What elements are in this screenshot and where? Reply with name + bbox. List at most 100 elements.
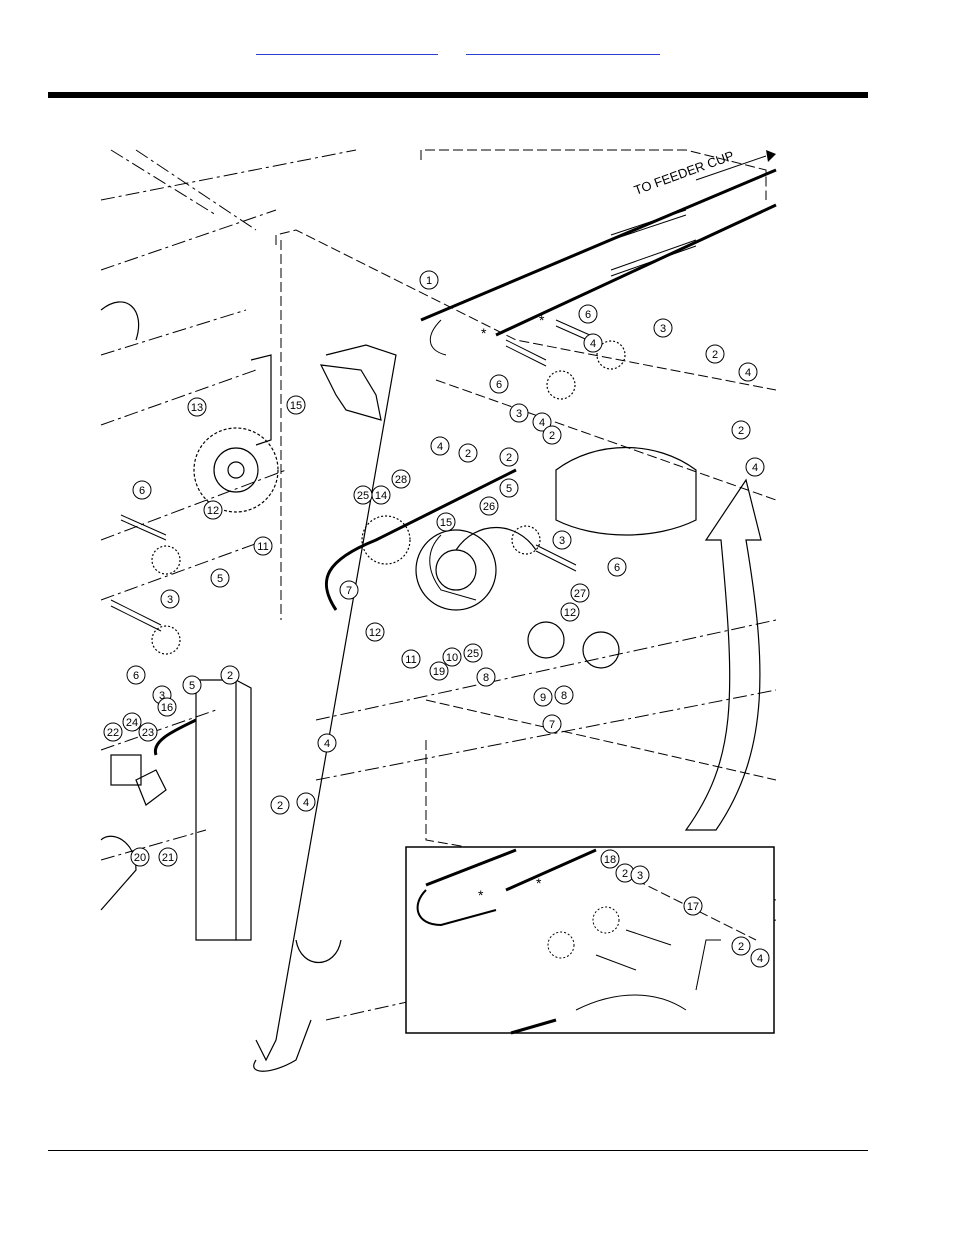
callout-14: 14 <box>371 485 391 505</box>
callout-number: 9 <box>540 692 546 704</box>
callout-number: 6 <box>614 562 620 574</box>
callout-number: 7 <box>346 585 352 597</box>
callout-number: 16 <box>161 702 173 714</box>
callout-circle <box>158 847 178 867</box>
callout-number: 4 <box>745 367 751 379</box>
callout-number: 2 <box>738 425 744 437</box>
parts-diagram: TO FEEDER CUP <box>100 148 777 1072</box>
callout-number: 4 <box>752 462 758 474</box>
callout-number: 27 <box>574 588 586 600</box>
callout-circle <box>429 661 449 681</box>
callout-number: 4 <box>590 338 596 350</box>
callout-circle <box>296 792 316 812</box>
callout-number: 13 <box>191 402 203 414</box>
svg-text:*: * <box>536 875 542 891</box>
callout-number: 25 <box>357 490 369 502</box>
chain-links <box>429 209 697 601</box>
callout-4: 4 <box>583 333 603 353</box>
frame-linework <box>100 149 777 1072</box>
callout-circle <box>463 643 483 663</box>
svg-text:*: * <box>478 887 484 903</box>
callout-28: 28 <box>391 469 411 489</box>
callout-2: 2 <box>542 425 562 445</box>
inset-callout-17: 17 <box>683 896 703 916</box>
callout-circle <box>630 865 650 885</box>
callout-22: 22 <box>103 722 123 742</box>
callout-circle <box>570 583 590 603</box>
callout-number: 5 <box>506 483 512 495</box>
callout-circle <box>731 936 751 956</box>
callout-circle <box>552 530 572 550</box>
callout-number: 6 <box>133 670 139 682</box>
header-rule <box>48 92 868 98</box>
callout-25: 25 <box>463 643 483 663</box>
inset-callout-2: 2 <box>731 936 751 956</box>
callout-circle <box>270 795 290 815</box>
callout-4: 4 <box>430 436 450 456</box>
callout-8: 8 <box>554 685 574 705</box>
callout-circle <box>203 500 223 520</box>
switch-box <box>110 754 167 806</box>
svg-text:*: * <box>481 325 487 341</box>
callout-2: 2 <box>270 795 290 815</box>
header-link-right[interactable] <box>466 46 660 55</box>
callout-13: 13 <box>187 397 207 417</box>
callout-circle <box>607 557 627 577</box>
callout-circle <box>560 602 580 622</box>
callout-circle <box>705 344 725 364</box>
callout-circle <box>430 436 450 456</box>
callout-circle <box>442 647 462 667</box>
asterisk-marks: * * * * <box>478 312 545 903</box>
callout-circle <box>182 675 202 695</box>
callout-2: 2 <box>220 665 240 685</box>
callout-number: 12 <box>564 607 576 619</box>
callout-number: 15 <box>440 517 452 529</box>
callout-20: 20 <box>130 847 150 867</box>
callout-circle <box>738 362 758 382</box>
callout-circle <box>317 733 337 753</box>
callout-number: 12 <box>207 505 219 517</box>
callout-number: 28 <box>395 474 407 486</box>
callout-5: 5 <box>182 675 202 695</box>
callout-number: 2 <box>622 868 628 880</box>
callout-16: 16 <box>157 697 177 717</box>
inset-callout-4: 4 <box>750 948 770 968</box>
callout-circle <box>371 485 391 505</box>
callout-12: 12 <box>365 622 385 642</box>
header-link-left[interactable] <box>256 46 438 55</box>
callout-1: 1 <box>419 270 439 290</box>
callout-circle <box>187 397 207 417</box>
callout-circle <box>600 849 620 869</box>
callout-circle <box>683 896 703 916</box>
callout-3: 3 <box>653 318 673 338</box>
callout-number: 6 <box>139 485 145 497</box>
callout-12: 12 <box>560 602 580 622</box>
callout-4: 4 <box>532 412 552 432</box>
callout-number: 20 <box>134 852 146 864</box>
callout-10: 10 <box>442 647 462 667</box>
callout-number: 2 <box>712 349 718 361</box>
callout-number: 2 <box>277 800 283 812</box>
callout-7: 7 <box>339 580 359 600</box>
callout-24: 24 <box>122 712 142 732</box>
callout-8: 8 <box>476 667 496 687</box>
callout-number: 21 <box>162 852 174 864</box>
callout-12: 12 <box>203 500 223 520</box>
callout-circle <box>542 714 562 734</box>
callout-circle <box>458 443 478 463</box>
callout-5: 5 <box>210 568 230 588</box>
callout-number: 3 <box>559 535 565 547</box>
callout-circle <box>138 722 158 742</box>
callout-circle <box>489 374 509 394</box>
callout-circle <box>578 304 598 324</box>
callout-4: 4 <box>317 733 337 753</box>
callout-3: 3 <box>160 589 180 609</box>
sprockets <box>151 340 697 669</box>
callout-number: 12 <box>369 627 381 639</box>
callout-number: 17 <box>687 901 699 913</box>
callout-number: 3 <box>167 594 173 606</box>
callout-circle <box>542 425 562 445</box>
callout-circle <box>653 318 673 338</box>
callout-circle <box>157 697 177 717</box>
